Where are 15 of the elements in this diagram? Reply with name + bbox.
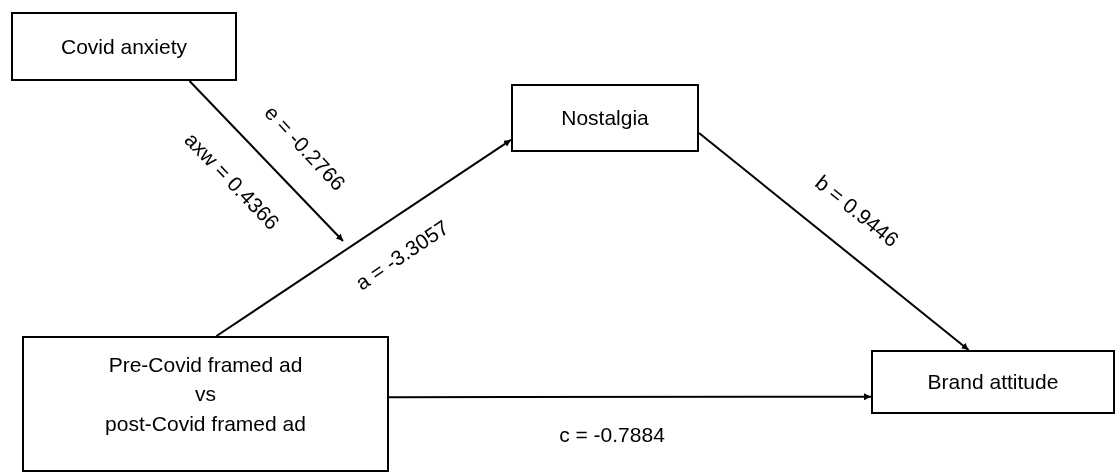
arrow: [698, 131, 970, 351]
arrow: [215, 138, 512, 337]
node-label: Covid anxiety: [60, 33, 188, 60]
variable-box: [22, 336, 389, 472]
node-label: Pre-Covid framed ad: [108, 352, 303, 378]
edge-label: c = -0.7884: [559, 422, 665, 449]
node-label: vs: [195, 381, 216, 408]
node-label: Brand attitude: [927, 369, 1059, 396]
arrow: [188, 80, 344, 242]
arrow: [388, 393, 872, 401]
node-label: post-Covid framed ad: [105, 410, 306, 437]
variable-box: [511, 84, 699, 152]
variable-box: [11, 12, 237, 81]
node-label: Nostalgia: [561, 105, 649, 132]
variable-box: [871, 350, 1115, 414]
